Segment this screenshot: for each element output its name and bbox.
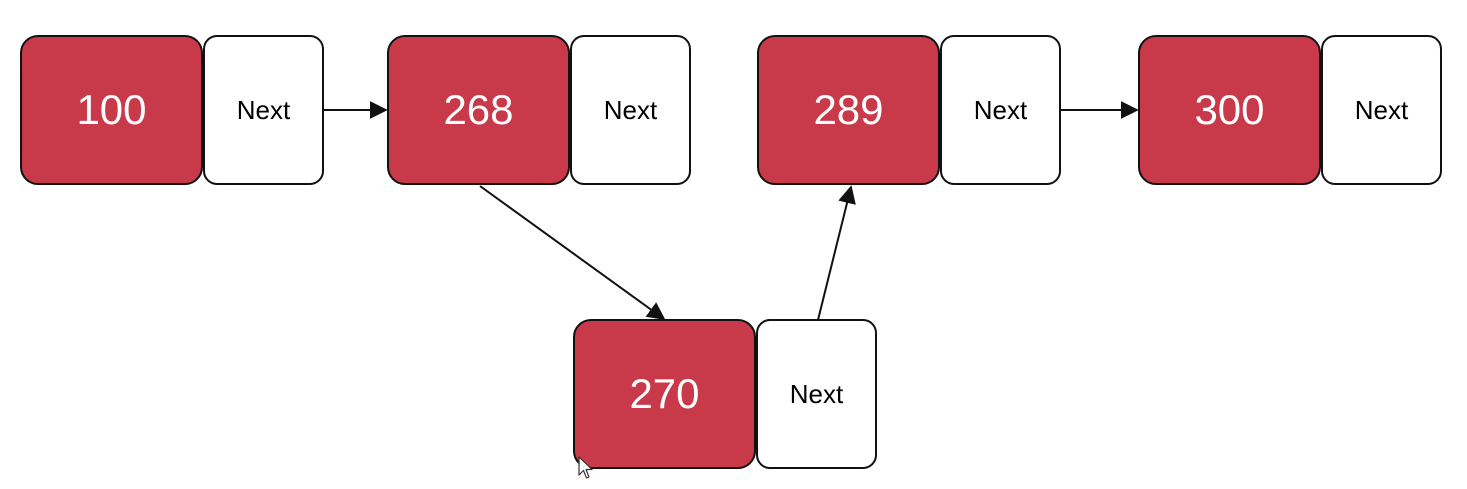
node-next-pointer: Next: [203, 35, 324, 185]
list-node-268: 268 Next: [387, 35, 692, 187]
list-node-289: 289 Next: [757, 35, 1062, 187]
node-value: 100: [20, 35, 203, 185]
node-next-pointer: Next: [570, 35, 691, 185]
node-next-pointer: Next: [1321, 35, 1442, 185]
node-next-pointer: Next: [756, 319, 877, 469]
node-next-pointer: Next: [940, 35, 1061, 185]
link-arrow-268-270: [479, 185, 666, 321]
list-node-270: 270 Next: [573, 319, 878, 471]
list-node-100: 100 Next: [20, 35, 325, 187]
node-value: 268: [387, 35, 570, 185]
link-arrow-270-289: [817, 185, 856, 321]
list-node-300: 300 Next: [1138, 35, 1443, 187]
node-value: 289: [757, 35, 940, 185]
node-value: 270: [573, 319, 756, 469]
node-value: 300: [1138, 35, 1321, 185]
mouse-pointer-icon: [578, 456, 593, 479]
